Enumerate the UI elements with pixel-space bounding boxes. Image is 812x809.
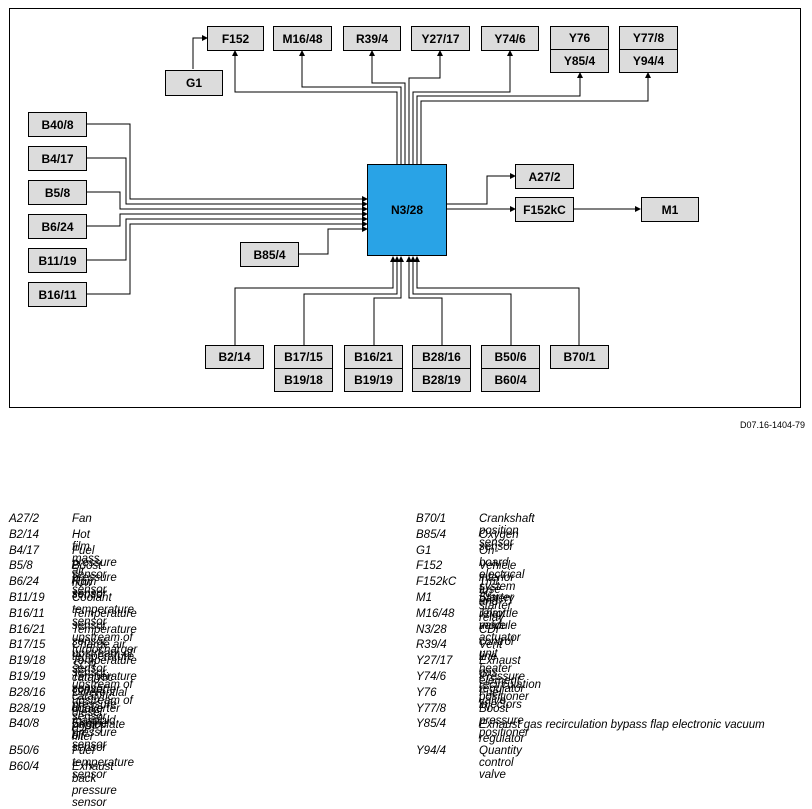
component-F152kC: F152kC — [515, 197, 574, 222]
legend-desc: Hot film mass air flow sensor — [72, 528, 107, 601]
legend-desc: Boost pressure sensor — [72, 560, 117, 597]
legend-code: Y94/4 — [416, 745, 447, 757]
component-M16-48: M16/48 — [273, 26, 332, 51]
legend-desc: Exhaust back pressure sensor — [72, 760, 117, 809]
component-B17-15: B17/15 — [274, 345, 333, 369]
legend-desc: Coolant temperature sensor — [72, 592, 135, 628]
legend-desc: Temperature sensor upstream of turbochar… — [72, 607, 138, 656]
legend-code: B40/8 — [9, 718, 40, 731]
component-F152: F152 — [207, 26, 264, 51]
legend-code: F152kC — [416, 576, 457, 589]
ecu-N3-28: N3/28 — [367, 164, 447, 256]
component-Y77-8: Y77/8 — [619, 26, 678, 50]
legend-desc: Vent line heater element — [479, 639, 520, 688]
legend-desc: Intake manifold pressure sensor — [72, 702, 117, 751]
legend-desc: Fuel injectors — [479, 686, 522, 711]
component-B6-24: B6/24 — [28, 214, 87, 239]
legend-code: B28/16 — [9, 686, 46, 699]
legend-code: Y74/6 — [416, 671, 447, 683]
legend-desc: Exhaust gas recirculation bypass flap el… — [479, 719, 765, 746]
legend-desc: Vehicle interior fuse and relay module — [479, 560, 517, 633]
legend-left: A27/2 Fan B2/14 Hot film mass air flow sen… — [9, 513, 404, 809]
component-Y27-17: Y27/17 — [411, 26, 470, 51]
legend-code: M1 — [416, 592, 432, 604]
legend-desc: Starter — [479, 592, 514, 604]
legend-code: B28/19 — [9, 702, 46, 715]
component-B11-19: B11/19 — [28, 248, 87, 273]
legend-code: F152 — [416, 560, 443, 573]
legend-desc: Rpm sensor — [72, 576, 107, 601]
legend-desc: Exhaust gas recirculation positioner — [479, 655, 541, 704]
legend-desc: Fuel pressure sensor — [72, 544, 117, 581]
component-Y76: Y76 — [550, 26, 609, 50]
component-Y85-4: Y85/4 — [550, 49, 609, 73]
legend-code: Y85/4 — [416, 718, 447, 731]
legend-code: Y27/17 — [416, 655, 453, 668]
legend-desc: Oxygen sensor — [479, 528, 519, 553]
legend-desc: Throttle valve actuator — [479, 607, 521, 644]
component-M1: M1 — [641, 197, 699, 222]
component-B28-16: B28/16 — [412, 345, 471, 369]
legend-code: B19/18 — [9, 655, 46, 668]
component-Y94-4: Y94/4 — [619, 49, 678, 73]
legend-code: B16/21 — [9, 623, 46, 636]
legend-desc: Fan — [72, 513, 92, 525]
wiring-lines — [87, 35, 651, 346]
component-B50-6: B50/6 — [481, 345, 540, 369]
legend-desc: Temperature sensor upstream of catalytic… — [72, 655, 137, 716]
figure-reference: D07.16-1404-79 — [740, 420, 806, 430]
legend-desc: Engine oil sensor — [72, 718, 108, 755]
legend-right: B70/1 Crankshaft position sensor B85/4 Oxy… — [416, 513, 808, 781]
legend-code: A27/2 — [9, 513, 40, 525]
component-B19-19: B19/19 — [344, 368, 403, 392]
component-B2-14: B2/14 — [205, 345, 264, 369]
legend-desc: Differential pressure sensor (DPF) — [72, 686, 127, 735]
legend-desc: On-board electrical system battery — [479, 544, 525, 605]
legend-code: Y76 — [416, 686, 437, 699]
legend-desc: Temperature sensor upstream of SCR catal… — [72, 623, 137, 696]
component-B70-1: B70/1 — [550, 345, 609, 369]
component-B60-4: B60/4 — [481, 368, 540, 392]
legend-desc: Pressure regulator valve — [479, 671, 526, 707]
legend-code: B2/14 — [9, 528, 40, 541]
legend-code: M16/48 — [416, 607, 455, 620]
legend-desc: CDI control unit — [479, 623, 514, 660]
component-Y74-6: Y74/6 — [481, 26, 539, 51]
legend-code: B60/4 — [9, 760, 40, 773]
legend-code: B50/6 — [9, 745, 40, 757]
legend-code: B19/19 — [9, 671, 46, 683]
component-B4-17: B4/17 — [28, 146, 87, 171]
component-B16-21: B16/21 — [344, 345, 403, 369]
legend-desc: Charge air temperature sensor — [72, 639, 135, 676]
component-A27-2: A27/2 — [515, 164, 574, 189]
component-B16-11: B16/11 — [28, 282, 87, 307]
legend-code: B17/15 — [9, 639, 46, 652]
legend-code: Y77/8 — [416, 702, 447, 715]
legend-desc: Boost pressure positioner — [479, 702, 529, 739]
legend-code: B4/17 — [9, 544, 40, 557]
component-B85-4: B85/4 — [240, 242, 299, 267]
legend-desc: Temperature sensor upstream of diesel pa… — [72, 671, 137, 743]
component-B19-18: B19/18 — [274, 368, 333, 392]
legend-code: B5/8 — [9, 560, 33, 573]
component-B28-19: B28/19 — [412, 368, 471, 392]
legend-desc: Quantity control valve — [479, 745, 522, 781]
component-R39-4: R39/4 — [343, 26, 401, 51]
block-diagram: F152 M16/48 R39/4 Y27/17 Y74/6 Y76 Y85/4… — [9, 8, 801, 408]
component-B5-8: B5/8 — [28, 180, 87, 205]
legend-code: B70/1 — [416, 513, 447, 525]
legend-code: N3/28 — [416, 623, 447, 636]
legend-code: B85/4 — [416, 528, 447, 541]
legend-desc: Crankshaft position sensor — [479, 513, 535, 549]
legend-code: B16/11 — [9, 607, 45, 620]
component-B40-8: B40/8 — [28, 112, 87, 137]
legend-desc: Fuel temperature sensor — [72, 745, 135, 781]
legend-code: G1 — [416, 544, 432, 557]
legend-desc: Tml. 50 starter relay — [479, 576, 512, 625]
legend-code: B6/24 — [9, 576, 40, 589]
legend-code: R39/4 — [416, 639, 447, 652]
legend-code: B11/19 — [9, 592, 45, 604]
component-G1: G1 — [165, 70, 223, 96]
